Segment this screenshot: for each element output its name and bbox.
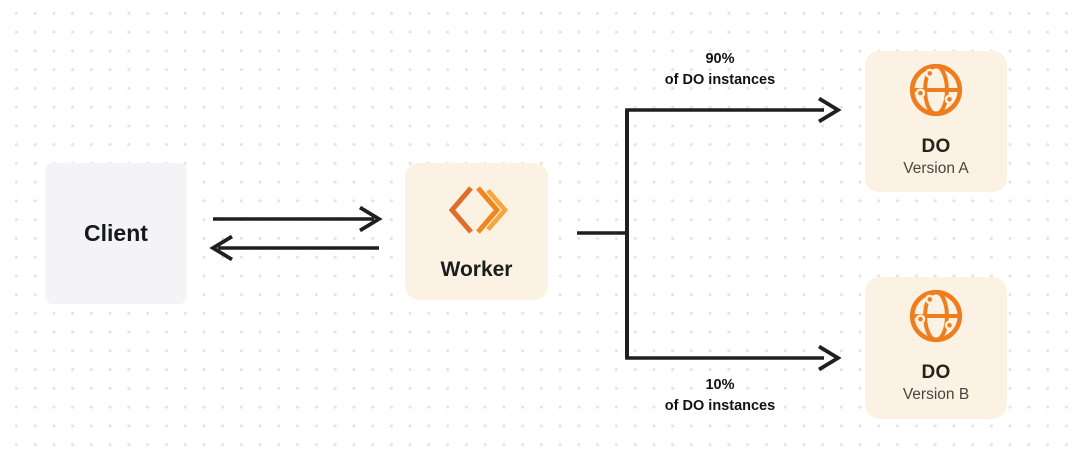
bottom-branch-label: 10% of DO instances xyxy=(620,375,820,417)
worker-label: Worker xyxy=(440,258,513,281)
bottom-branch-caption: of DO instances xyxy=(664,398,776,414)
top-branch-caption: of DO instances xyxy=(664,72,776,88)
client-label: Client xyxy=(84,220,148,246)
arrow-to-do-version-a xyxy=(625,96,842,124)
workers-chevrons-icon xyxy=(445,182,509,238)
do-version-b-title: DO xyxy=(921,362,951,383)
bottom-branch-percent: 10% xyxy=(705,377,735,393)
arrow-to-do-version-b xyxy=(625,344,842,372)
arrow-worker-to-client xyxy=(209,234,379,262)
top-branch-percent: 90% xyxy=(705,51,735,67)
client-node: Client xyxy=(45,163,187,304)
do-version-b-node: DO Version B xyxy=(865,277,1007,419)
do-version-a-node: DO Version A xyxy=(865,51,1007,192)
branch-split-line xyxy=(577,110,629,358)
durable-object-globe-icon xyxy=(907,287,965,345)
arrow-client-to-worker xyxy=(213,205,383,233)
worker-node: Worker xyxy=(405,163,548,300)
durable-object-globe-icon xyxy=(907,61,965,119)
do-version-a-subtitle: Version A xyxy=(903,160,969,177)
top-branch-label: 90% of DO instances xyxy=(620,49,820,91)
do-version-b-subtitle: Version B xyxy=(902,386,970,403)
do-version-a-title: DO xyxy=(921,136,951,157)
